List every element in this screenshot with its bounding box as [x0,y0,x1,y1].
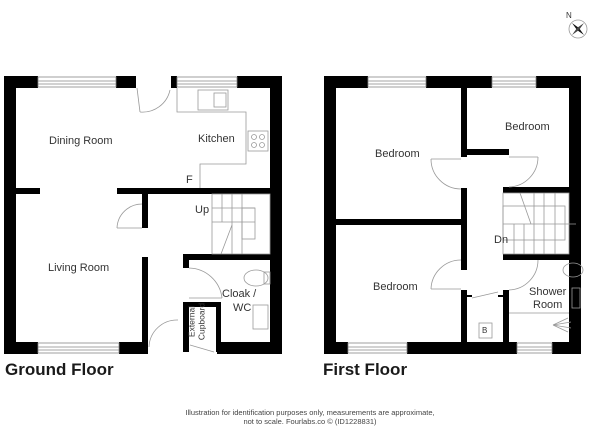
room-label-bedroom-rear: Bedroom [373,281,418,293]
boiler-label: B [482,326,488,335]
ground-floor-title: Ground Floor [5,360,114,379]
room-label-shower-room: Room [533,299,563,311]
first-floor-title: First Floor [323,360,408,379]
ground-floor-windows [37,76,238,354]
ground-floor-fixtures [116,87,271,353]
stairs-down-label: Dn [494,234,509,246]
compass-icon [568,19,588,39]
first-floor-fixtures [430,156,584,339]
room-label-dining: Dining Room [49,135,113,147]
disclaimer: Illustration for identification purposes… [150,408,470,426]
room-label-bedroom-front-left: Bedroom [375,148,420,160]
room-label-wc: WC [233,302,252,314]
stairs-up-label: Up [195,204,210,216]
room-label-cloak: Cloak / [222,288,257,300]
room-label-bedroom-front-right: Bedroom [505,121,550,133]
room-label-external: External [186,305,197,338]
fridge-label: F [186,174,193,186]
disclaimer-line2: not to scale. Fourlabs.co © (ID1228831) [243,417,377,426]
disclaimer-line1: Illustration for identification purposes… [185,408,435,417]
first-floor-walls [324,76,581,354]
first-floor-windows [347,76,553,354]
ground-floor-walls [4,76,282,354]
room-label-kitchen: Kitchen [198,133,235,145]
room-label-living: Living Room [48,262,110,274]
room-label-cupboard: Cupboard [196,302,207,341]
room-label-shower: Shower [529,286,567,298]
compass-north-label: N [566,11,572,20]
